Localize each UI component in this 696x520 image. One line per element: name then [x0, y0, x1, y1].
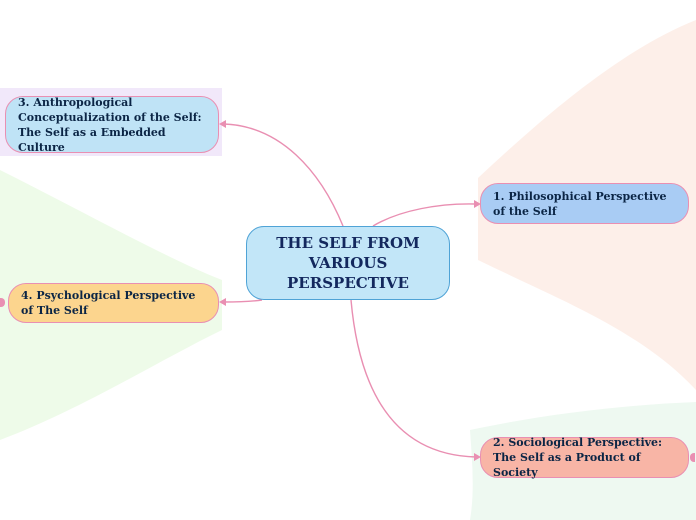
central-topic-title: THE SELF FROM VARIOUS PERSPECTIVE — [276, 234, 420, 292]
branch-anthropological[interactable]: 3. Anthropological Conceptualization of … — [5, 95, 219, 154]
branch-sociological[interactable]: 2. Sociological Perspective: The Self as… — [480, 436, 689, 479]
arrow-anthropological — [219, 120, 226, 128]
collapse-handle-sociological[interactable] — [690, 453, 695, 462]
branch-philosophical[interactable]: 1. Philosophical Perspective of the Self — [480, 183, 689, 224]
branch-label: 3. Anthropological Conceptualization of … — [18, 95, 202, 154]
connector-philosophical — [372, 203, 477, 227]
arrow-psychological — [219, 298, 226, 306]
branch-label: 1. Philosophical Perspective of the Self — [493, 189, 667, 218]
collapse-handle-psychological[interactable] — [0, 298, 5, 307]
branch-label: 2. Sociological Perspective: The Self as… — [493, 436, 663, 479]
connector-psychological — [223, 299, 263, 303]
connector-anthropological — [223, 123, 344, 227]
connector-sociological — [350, 299, 477, 458]
arrow-sociological — [474, 453, 481, 461]
central-topic[interactable]: THE SELF FROM VARIOUS PERSPECTIVE — [246, 226, 450, 300]
arrow-philosophical — [474, 200, 481, 208]
branch-label: 4. Psychological Perspective of The Self — [21, 289, 196, 317]
branch-psychological[interactable]: 4. Psychological Perspective of The Self — [8, 283, 219, 323]
